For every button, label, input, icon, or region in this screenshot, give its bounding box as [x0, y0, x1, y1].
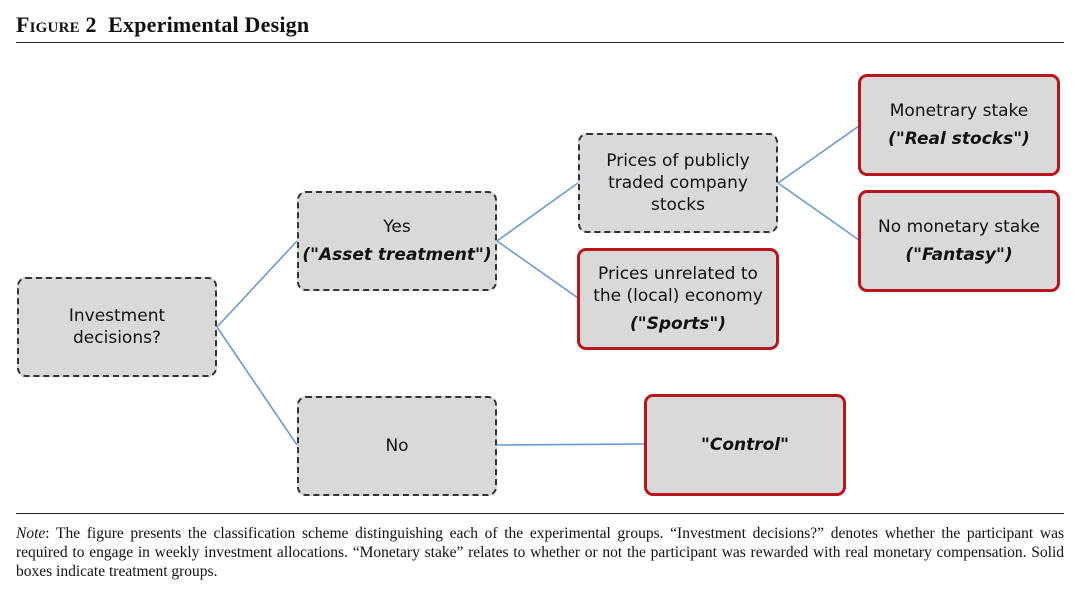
edge-stocks-fantasy [777, 182, 860, 241]
node-real-stocks-sublabel: ("Real stocks") [888, 129, 1030, 149]
node-yes-asset-treatment: Yes ("Asset treatment") [297, 191, 497, 291]
node-fantasy-sublabel: ("Fantasy") [905, 245, 1013, 265]
edge-no-control [496, 443, 646, 446]
node-no: No [297, 396, 497, 496]
edge-yes-sports [496, 240, 579, 299]
note-text: : The figure presents the classification… [16, 525, 1064, 580]
top-rule [16, 42, 1064, 43]
node-real-stocks-label: Monetrary stake [889, 100, 1029, 121]
figure-label: Figure 2 [16, 12, 97, 37]
node-investment-decisions: Investment decisions? [17, 277, 217, 377]
note-lead: Note [16, 525, 46, 542]
edge-root-yes [216, 240, 298, 328]
node-stock-prices-label: Prices of publicly traded company stocks [606, 150, 750, 216]
edge-stocks-real [777, 125, 860, 184]
node-sports-label: Prices unrelated to the (local) economy [593, 263, 763, 306]
node-no-label: No [385, 435, 409, 456]
figure-note: Note: The figure presents the classifica… [16, 524, 1064, 581]
figure-title-text: Experimental Design [108, 12, 310, 37]
node-fantasy: No monetary stake ("Fantasy") [858, 190, 1060, 292]
node-investment-decisions-label: Investment decisions? [68, 305, 166, 348]
node-yes-label: Yes [383, 216, 411, 237]
bottom-rule [16, 513, 1064, 514]
node-sports: Prices unrelated to the (local) economy … [577, 248, 779, 350]
node-sports-sublabel: ("Sports") [630, 314, 726, 335]
node-yes-sublabel: ("Asset treatment") [302, 245, 492, 265]
node-control: "Control" [644, 394, 846, 496]
node-stock-prices: Prices of publicly traded company stocks [578, 133, 778, 233]
node-real-stocks: Monetrary stake ("Real stocks") [858, 74, 1060, 176]
edge-root-no [216, 326, 298, 446]
node-control-label: "Control" [701, 434, 789, 455]
node-fantasy-label: No monetary stake [878, 216, 1040, 237]
edge-yes-stocks [496, 182, 579, 242]
figure-title: Figure 2 Experimental Design [16, 12, 309, 38]
